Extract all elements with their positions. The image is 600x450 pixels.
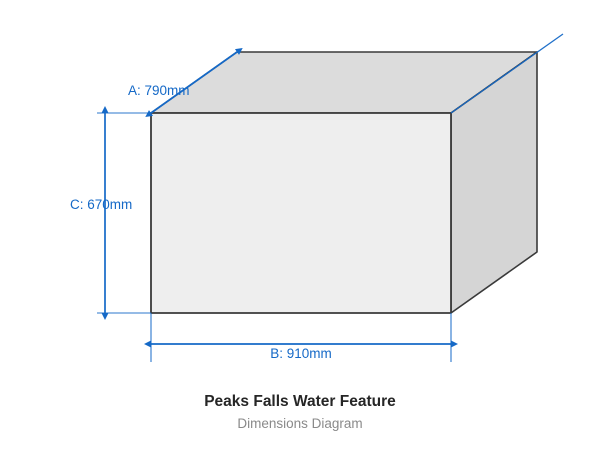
dimension-a-label: A: 790mm	[128, 83, 190, 98]
dimension-b-group: B: 910mm	[144, 313, 458, 362]
cuboid-front-face	[150, 112, 452, 314]
dimension-c-label: C: 670mm	[70, 197, 132, 212]
dimension-a-extension-line	[450, 33, 564, 114]
dimension-a-arrow	[145, 47, 243, 118]
dimension-c-group: C: 670mm	[70, 106, 151, 320]
diagram-subtitle: Dimensions Diagram	[237, 416, 362, 431]
diagram-title: Peaks Falls Water Feature	[204, 393, 396, 410]
cuboid-shape	[150, 51, 538, 314]
dimension-a-group: A: 790mm	[128, 33, 564, 118]
dimension-b-label: B: 910mm	[270, 346, 332, 361]
